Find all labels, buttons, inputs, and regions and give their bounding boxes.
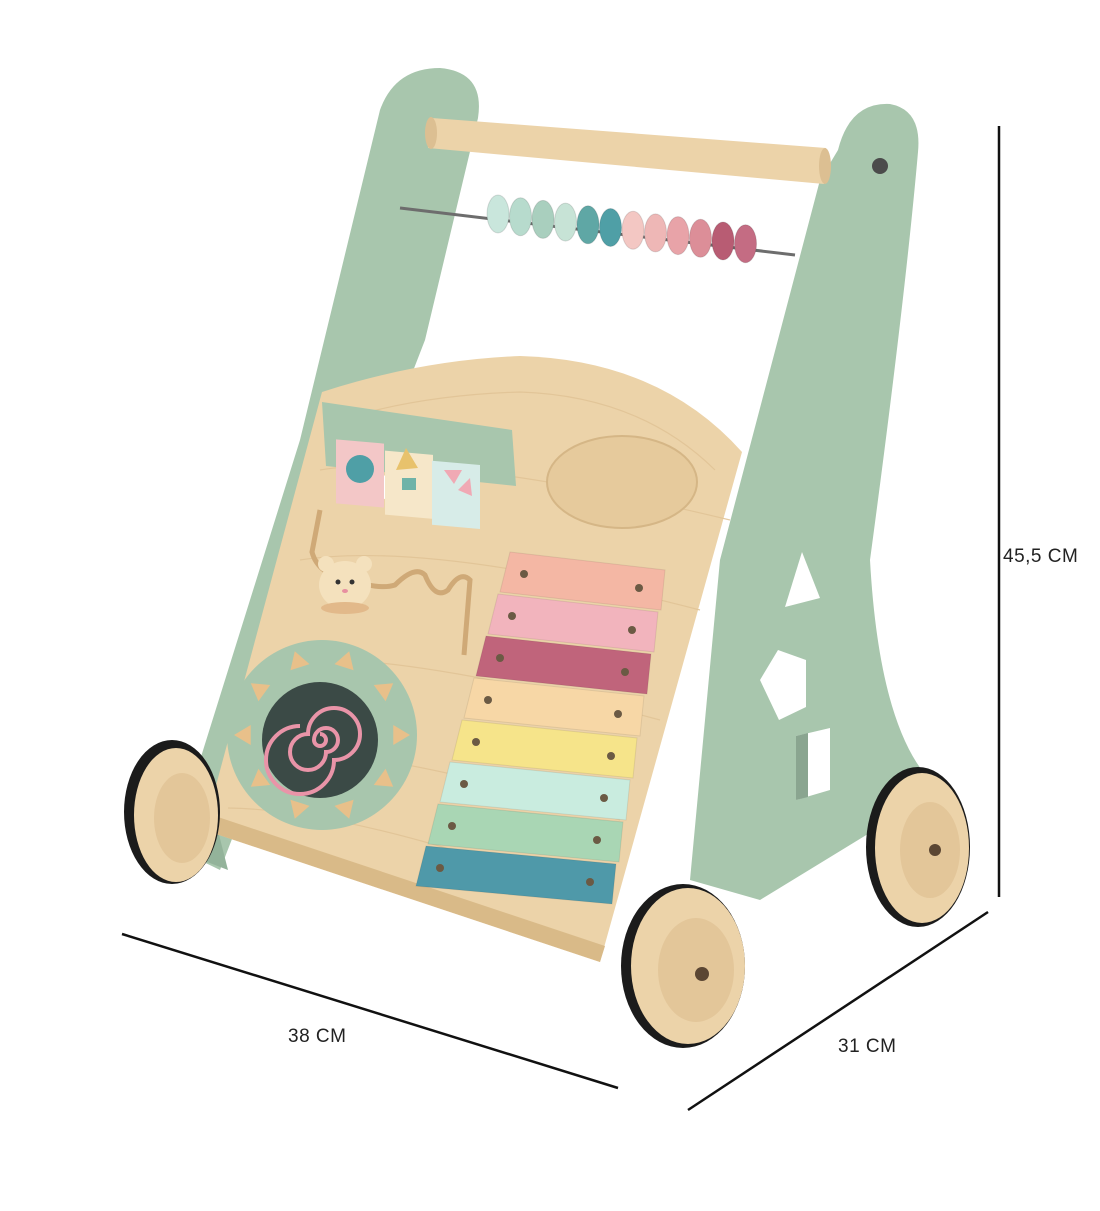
bar-screw-icon [635,584,643,592]
abacus-bead [666,216,690,256]
height-dimension-label: 45,5 CM [1003,546,1079,567]
square-hole-shadow [796,733,808,800]
sun-ray-icon [290,651,310,671]
bar-screw-icon [472,738,480,746]
abacus-bead [576,205,600,245]
cat-bead [318,556,372,614]
xylophone-bar [427,803,624,863]
sun-spinner [227,640,417,830]
front-left-wheel [124,740,220,884]
abacus-bead [531,199,555,239]
bar-screw-icon [496,654,504,662]
bar-screw-icon [520,570,528,578]
xylophone-bar [415,845,617,905]
bar-screw-icon [460,780,468,788]
sun-ray-icon [250,768,271,787]
shape-block-rotator [322,402,516,529]
sun-ray-icon [250,683,271,702]
xylophone-bar [463,677,645,737]
triangles-shape-icon-2 [458,478,472,496]
abacus-bead [509,197,532,237]
abacus-bead [621,210,645,250]
bar-screw-icon [628,626,636,634]
sun-ray-icon [334,799,354,819]
triangle-hole-icon [785,552,820,607]
abacus-bead [734,224,757,264]
right-side-panel [690,103,940,901]
bar-screw-icon [593,836,601,844]
rear-right-wheel [866,767,970,927]
sun-ray-icon [334,651,354,671]
abacus-bead [644,213,667,253]
screw-icon [872,158,888,174]
bar-screw-icon [484,696,492,704]
width-dimension-line [121,932,619,1090]
bar-screw-icon [508,612,516,620]
xylophone [415,551,666,905]
width-dimension-label: 38 CM [288,1026,347,1047]
bar-screw-icon [607,752,615,760]
bar-screw-icon [448,822,456,830]
xylophone-bar [487,593,659,653]
square-shape-icon [402,478,416,490]
abacus-bead [599,208,622,247]
xylophone-bar [451,719,638,779]
abacus-beads [486,194,757,264]
bar-screw-icon [621,668,629,676]
bar-screw-icon [436,864,444,872]
abacus-bead [554,202,577,242]
oval-recess [546,435,698,529]
xylophone-bar [439,761,631,821]
block-3 [432,460,480,529]
bar-screw-icon [600,794,608,802]
depth-dimension-label: 31 CM [838,1036,897,1057]
abacus-bead [711,221,735,261]
sun-ray-icon [373,683,394,702]
triangles-shape-icon [444,470,462,484]
sun-ray-icon [373,768,394,787]
bar-screw-icon [586,878,594,886]
pentagon-hole-icon [760,650,806,720]
front-right-wheel [621,884,745,1048]
depth-dimension-line [687,910,989,1112]
bar-screw-icon [614,710,622,718]
wooden-baby-walker [124,68,970,1048]
triangle-shape-icon [396,448,418,470]
handle-bar [425,117,831,184]
circle-shape-icon [346,455,374,483]
abacus-bead [486,194,510,234]
xylophone-bar [475,635,652,695]
sun-ray-icon [290,799,310,819]
sun-ray-icon [234,724,251,746]
spiral-icon [264,706,362,796]
abacus-bead [689,218,712,258]
sun-ray-icon [393,724,410,746]
board-edge [204,815,605,962]
xylophone-bar [499,551,666,611]
